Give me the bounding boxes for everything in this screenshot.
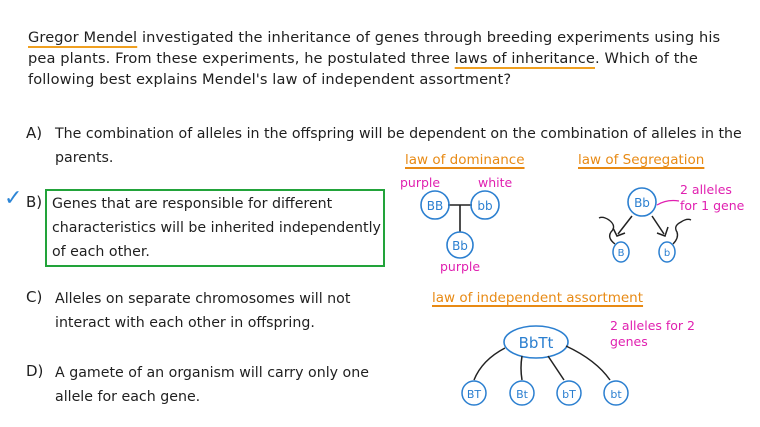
gamete-bt-3-circle [556, 380, 582, 406]
question-text: Gregor Mendel investigated the inheritan… [28, 27, 743, 90]
sperm-tail-1 [598, 216, 616, 245]
gamete-1-allele: B [618, 248, 625, 259]
independent-parent-circle [503, 325, 569, 359]
dominance-title: law of dominance [405, 152, 525, 168]
dominance-parent1-label: purple [400, 175, 441, 190]
segregation-title: law of Segregation [578, 152, 705, 168]
dominance-parent1-genotype: BB [427, 199, 443, 213]
dominance-child-circle [446, 231, 474, 259]
sperm-tail-2 [672, 218, 692, 245]
gamete-4-label: bt [610, 388, 622, 401]
segregation-note: 2 alleles for 1 gene [680, 182, 745, 213]
dominance-parent2-circle [470, 190, 500, 220]
gamete-2-label: Bt [516, 388, 529, 401]
selected-answer-box [45, 189, 385, 267]
gamete-3-label: bT [562, 388, 576, 401]
mendel-name: Gregor Mendel [28, 29, 138, 46]
dominance-diagram: BB bb Bb [420, 190, 500, 259]
check-icon: ✓ [4, 186, 23, 211]
option-d-text[interactable]: A gamete of an organism will carry only … [55, 365, 369, 405]
option-a-text[interactable]: The combination of alleles in the offspr… [55, 126, 742, 166]
laws-of-inheritance: laws of inheritance [454, 50, 595, 67]
gamete-2-allele: b [664, 248, 670, 259]
segregation-parent-genotype: Bb [634, 196, 650, 210]
independent-diagram: BbTt BT Bt bT bt [461, 325, 629, 406]
dominance-child-genotype: Bb [452, 239, 468, 253]
gamete-b-upper-circle [612, 241, 630, 263]
question-segment-2: . Which of the following best explains M… [28, 50, 698, 88]
option-c-letter[interactable]: C) [26, 288, 43, 306]
option-a-letter[interactable]: A) [26, 124, 43, 142]
gamete-bt-4-circle [603, 380, 629, 406]
dominance-parent1-circle [420, 190, 450, 220]
option-d-letter[interactable]: D) [26, 362, 44, 380]
dominance-parent2-genotype: bb [477, 199, 492, 213]
gamete-b-lower-circle [658, 241, 676, 263]
option-c-text[interactable]: Alleles on separate chromosomes will not… [55, 291, 351, 331]
segregation-diagram: Bb B b [598, 187, 692, 263]
independent-parent-genotype: BbTt [519, 334, 554, 352]
independent-note: 2 alleles for 2 genes [610, 318, 695, 349]
gamete-bt-1-circle [461, 380, 487, 406]
option-b-letter[interactable]: B) [26, 193, 43, 211]
question-segment-1: investigated the inheritance of genes th… [28, 29, 721, 67]
segregation-parent-circle [627, 187, 657, 217]
dominance-child-label: purple [440, 259, 481, 274]
independent-title: law of independent assortment [432, 290, 644, 306]
dominance-parent2-label: white [478, 175, 513, 190]
gamete-bt-2-circle [509, 380, 535, 406]
gamete-1-label: BT [467, 388, 482, 401]
option-b-text[interactable]: Genes that are responsible for different… [52, 196, 381, 260]
